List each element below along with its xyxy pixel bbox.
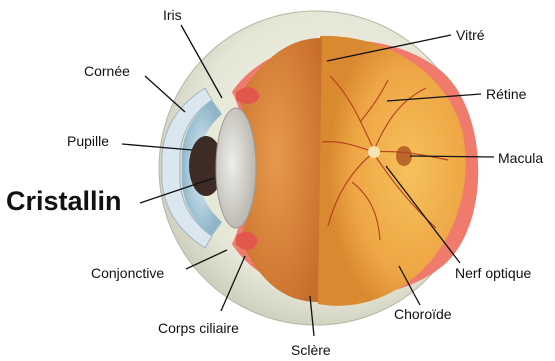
macula-spot [396, 146, 412, 166]
optic-disc [368, 146, 380, 158]
label-pupil: Pupille [67, 133, 109, 149]
label-conjunctiva: Conjonctive [91, 265, 164, 281]
label-lens: Cristallin [6, 186, 122, 216]
label-iris: Iris [163, 7, 182, 23]
label-cornea: Cornée [84, 63, 130, 79]
lens-shape [216, 108, 256, 228]
label-ciliary-body: Corps ciliaire [158, 320, 239, 336]
label-sclera: Sclère [291, 342, 331, 358]
label-choroid: Choroïde [394, 306, 452, 322]
label-macula: Macula [498, 150, 543, 166]
label-vitreous: Vitré [456, 27, 485, 43]
label-optic-nerve: Nerf optique [455, 265, 531, 281]
label-retina: Rétine [486, 86, 526, 102]
